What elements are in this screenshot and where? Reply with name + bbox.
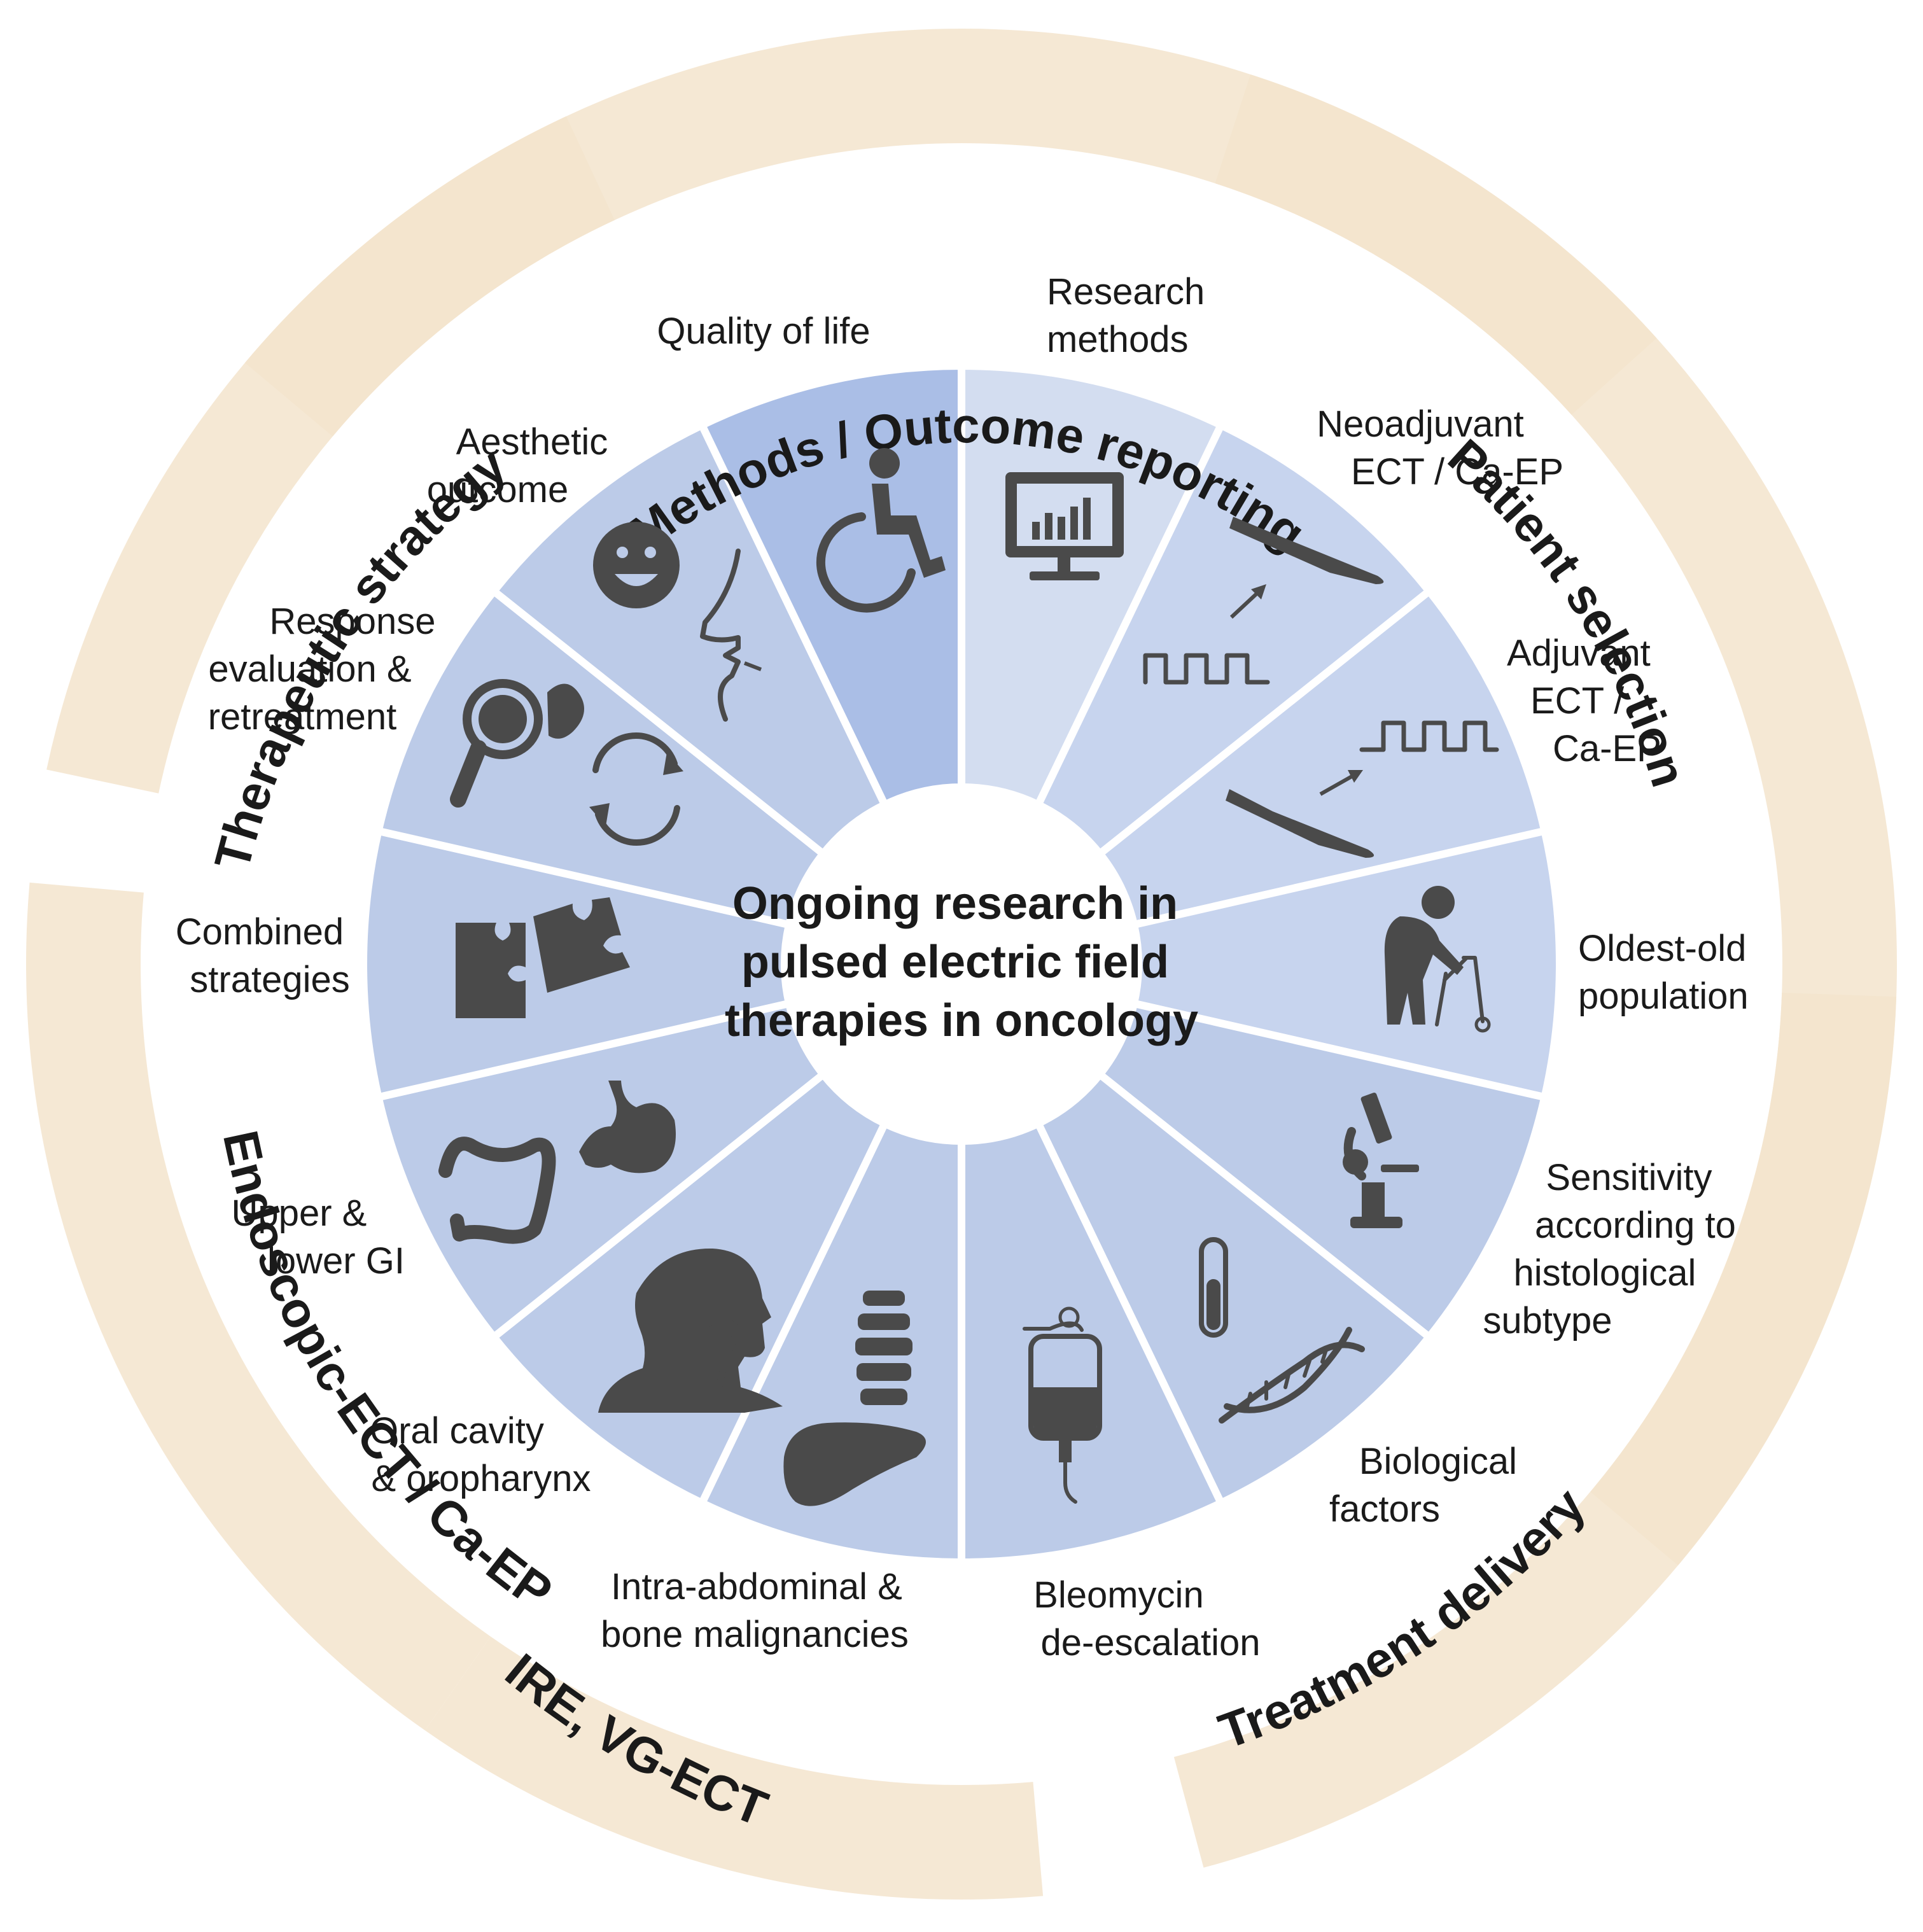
label-adjuvant: Adjuvant ECT / Ca-EP (1507, 633, 1661, 769)
label-upper-lower-gi: Upper & lower GI (232, 1193, 405, 1282)
monitor-chart-icon (1005, 472, 1124, 580)
outer-ring-arc-2 (1215, 74, 1897, 1565)
test-tube-dna-icon (1199, 1237, 1365, 1424)
outer-category-ring (25, 28, 1897, 1900)
elderly-walker-icon (1384, 886, 1491, 1033)
label-biological-factors: Biological factors (1329, 1441, 1527, 1530)
colon-stomach-icon (438, 1081, 676, 1244)
wheelchair-icon (816, 448, 946, 613)
label-oral-cavity: Oral cavity & oropharynx (370, 1410, 591, 1499)
segment-labels: Research methods Neoadjuvant ECT / Ca-EP… (176, 271, 1756, 1663)
head-throat-icon (598, 1248, 783, 1413)
outer-ring-arc-4 (424, 1636, 1044, 1900)
label-research-methods: Research methods (1047, 271, 1215, 360)
label-neoadjuvant: Neoadjuvant ECT / Ca-EP (1317, 403, 1563, 493)
outer-ring-arc-3 (1173, 993, 1897, 1868)
label-intra-abdominal: Intra-abdominal & bone malignancies (601, 1566, 913, 1655)
center-title-line-2: pulsed electric field (741, 937, 1169, 988)
center-title: Ongoing research in pulsed electric fiel… (725, 878, 1198, 1046)
label-oldest-old: Oldest-old population (1578, 928, 1756, 1017)
pulse-scalpel-icon (1226, 720, 1499, 858)
scalpel-pulse-icon (1143, 517, 1384, 685)
microscope-icon (1343, 1093, 1419, 1228)
segment-wheel (360, 361, 1563, 1567)
label-bleomycin: Bleomycin de-escalation (1033, 1574, 1260, 1663)
outer-ring-arc-5 (25, 882, 491, 1731)
outer-ring-arc-6 (46, 116, 615, 794)
label-quality-of-life: Quality of life (657, 311, 870, 352)
label-sensitivity: Sensitivity according to histological su… (1483, 1157, 1746, 1341)
spine-liver-icon (783, 1291, 926, 1506)
center-title-line-1: Ongoing research in (732, 878, 1178, 929)
iv-bag-icon (1023, 1306, 1102, 1504)
label-combined-strategies: Combined strategies (176, 911, 354, 1000)
label-aesthetic-outcome: Aesthetic outcome (427, 421, 619, 510)
center-title-line-3: therapies in oncology (725, 995, 1198, 1046)
label-response-evaluation: Response evaluation & retreatment (208, 601, 446, 738)
center-circle: Ongoing research in pulsed electric fiel… (725, 787, 1198, 1141)
puzzle-icon (456, 897, 630, 1018)
face-profile-icon (593, 522, 762, 722)
magnifier-cycle-icon (450, 679, 683, 846)
